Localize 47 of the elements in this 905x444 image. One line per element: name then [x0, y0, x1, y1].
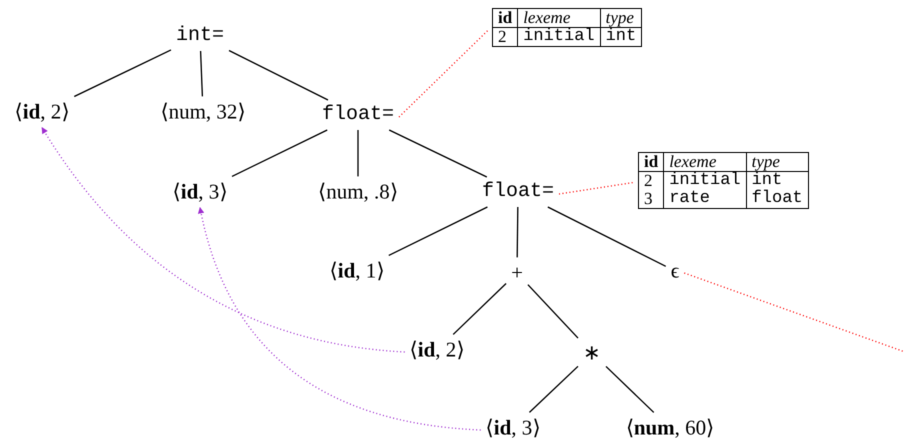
tree-node-label: ⟨num, 60⟩ [624, 415, 716, 441]
operator-label: int= [174, 24, 226, 48]
tree-branch-line [606, 366, 654, 413]
column-header: lexeme [518, 8, 600, 28]
tree-branch-line [388, 206, 488, 256]
tree-node-label: ⟨id, 1⟩ [328, 258, 386, 284]
tree-branch-line [228, 50, 328, 101]
table-cell: float [746, 190, 808, 208]
tree-branch-line [528, 366, 578, 413]
reference-arrow [198, 206, 481, 431]
tree-branch-line [232, 129, 328, 177]
tree-branch-line [452, 283, 507, 335]
column-header: type [600, 8, 642, 28]
tree-node-label: ⟨id, 3⟩ [170, 179, 230, 205]
tree-node-label: ⟨num, 32⟩ [158, 99, 248, 125]
tree-node-label: ϵ [668, 258, 682, 284]
dotted-connector [398, 28, 490, 118]
table-cell: 2 [492, 27, 518, 46]
tree-branch-line [548, 206, 666, 267]
column-header: id [492, 8, 518, 28]
table-cell: initial [664, 171, 746, 190]
column-header: id [638, 152, 664, 172]
tree-branch-line [74, 49, 172, 98]
reference-arrow [41, 127, 405, 353]
tree-branch-line [200, 50, 204, 96]
operator-label: float= [480, 180, 556, 204]
table-cell: 3 [638, 190, 664, 208]
table-cell: 2 [638, 171, 664, 190]
operator-label: float= [320, 103, 396, 127]
tree-branch-line [516, 207, 518, 258]
table-cell: int [600, 27, 642, 46]
table-cell: int [746, 171, 808, 190]
tree-branch-line [357, 130, 359, 176]
table-cell: initial [518, 27, 600, 46]
tree-node-label: ⟨id, 2⟩ [12, 99, 72, 125]
table-cell: rate [664, 190, 746, 208]
column-header: type [746, 152, 808, 172]
tree-branch-line [527, 284, 578, 338]
dotted-connector [684, 272, 905, 353]
tree-node-label: ∗ [581, 340, 603, 366]
tree-node-label: + [509, 260, 525, 286]
tree-node-label: ⟨id, 2⟩ [408, 337, 466, 363]
tree-node-label: ⟨id, 3⟩ [484, 415, 542, 441]
tree-node-label: ⟨num, .8⟩ [316, 179, 400, 205]
dotted-connector [558, 182, 636, 195]
column-header: lexeme [664, 152, 746, 172]
tree-branch-line [388, 129, 488, 178]
